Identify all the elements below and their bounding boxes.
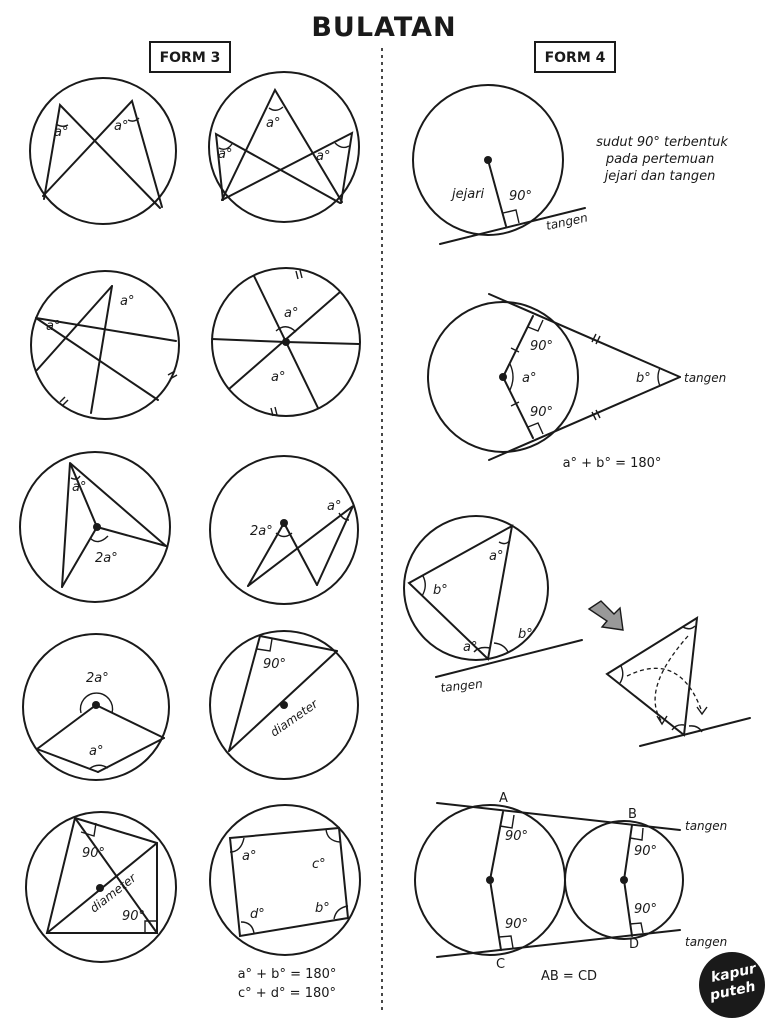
f3-d10-equation-2: c° + d° = 180° [238, 986, 336, 1001]
f4-d3-tangen-label: tangen [440, 677, 484, 695]
kapur-puteh-logo: kapur puteh [699, 952, 765, 1018]
form4-label: FORM 4 [545, 50, 606, 66]
f4-d4-angle-2: 90° [505, 917, 528, 932]
f4-d3-angle-a1: a° [489, 549, 503, 564]
f3-d10-equation-1: a° + b° = 180° [238, 967, 337, 982]
f3-d9-angle-2: 90° [122, 909, 145, 924]
f4-d4-point-d: D [629, 937, 639, 952]
f3-d10-angle-c: c° [312, 857, 326, 872]
f3-d5-angle-1: a° [72, 480, 86, 495]
f4-d3-angle-b2: b° [518, 627, 533, 642]
f3-d8-diameter-label: diameter [268, 696, 321, 739]
f4-d2-tangen-label: tangen [684, 371, 726, 385]
f3-d7-angle-1: 2a° [86, 671, 109, 686]
f4-d1-note-line-3: jejari dan tangen [603, 169, 716, 184]
f3-d8-angle: 90° [263, 657, 286, 672]
f4-d3-angle-a2: a° [463, 640, 477, 655]
f3-diagram-reflex-angle: 2a° a° [22, 633, 170, 781]
f4-d4-tangen-bottom: tangen [685, 935, 727, 949]
f4-d1-tangen-label: tangen [545, 210, 589, 232]
f3-d3-angle-1: a° [46, 319, 60, 334]
f4-d4-angle-4: 90° [634, 902, 657, 917]
f3-d7-angle-2: a° [89, 744, 103, 759]
f3-d6-angle-1: a° [327, 499, 341, 514]
f4-d4-tangen-top: tangen [685, 819, 727, 833]
f3-diagram-central-angles: a° a° [211, 267, 361, 417]
f4-d2-angle-2: 90° [530, 405, 553, 420]
f3-d10-angle-d: d° [250, 907, 265, 922]
f4-d1-note-line-1: sudut 90° terbentuk [596, 135, 728, 150]
f3-diagram-cyclic-quadrilateral: a° c° b° d° a° + b° = 180° c° + d° = 180… [209, 804, 361, 1001]
f3-diagram-centre-angle-kite: a° 2a° [19, 451, 171, 603]
f3-d10-angle-a: a° [242, 849, 256, 864]
pointer-arrow-icon [587, 600, 624, 631]
f3-diagram-same-segment: a° a° [29, 77, 177, 225]
f3-diagram-equal-chords: a° a° [30, 270, 180, 420]
form3-label: FORM 3 [160, 50, 221, 66]
f4-d2-angle-1: 90° [530, 339, 553, 354]
f3-d2-angle-1: a° [218, 147, 232, 162]
f3-d10-angle-b: b° [315, 901, 330, 916]
f4-diagram-alternate-segment: b° a° a° b° tangen [403, 515, 751, 747]
f3-d9-angle-1: 90° [82, 846, 105, 861]
f3-diagram-semicircle: 90° diameter [209, 630, 359, 780]
f4-diagram-radius-tangent: jejari 90° tangen sudut 90° terbentuk pa… [412, 84, 728, 245]
f3-d4-angle-1: a° [284, 306, 298, 321]
f3-d5-angle-2: 2a° [95, 551, 118, 566]
f4-d3-angle-b1: b° [433, 583, 448, 598]
page-title: BULATAN [311, 12, 456, 43]
f3-d1-angle-2: a° [114, 119, 128, 134]
form3-heading: FORM 3 [149, 41, 231, 73]
f4-d2-angle-a: a° [522, 371, 536, 386]
f4-d4-point-a: A [499, 791, 508, 806]
f3-d6-angle-2: 2a° [250, 524, 273, 539]
f3-d4-angle-2: a° [271, 370, 285, 385]
f3-d1-angle-1: a° [54, 125, 68, 140]
f3-diagram-centre-angle-arrow: a° 2a° [209, 455, 359, 605]
f4-diagram-common-tangents: A B C D 90° 90° 90° 90° tangen tangen AB… [414, 791, 727, 984]
f4-d2-angle-b: b° [636, 371, 651, 386]
f4-d1-angle: 90° [509, 189, 532, 204]
f4-d2-equation: a° + b° = 180° [563, 456, 662, 471]
f4-d4-angle-1: 90° [505, 829, 528, 844]
f4-d1-note-line-2: pada pertemuan [605, 152, 714, 167]
f4-d4-equation: AB = CD [541, 969, 597, 984]
f3-d3-angle-2: a° [120, 294, 134, 309]
f4-d1-jejari-label: jejari [450, 187, 485, 202]
f3-d2-angle-3: a° [316, 149, 330, 164]
f4-d4-angle-3: 90° [634, 844, 657, 859]
f4-d4-point-c: C [496, 957, 505, 972]
f4-diagram-two-tangents: 90° 90° a° b° tangen a° + b° = 180° [427, 293, 726, 471]
f3-diagram-two-semicircles: 90° 90° diameter [25, 811, 177, 963]
f3-d2-angle-2: a° [266, 116, 280, 131]
f4-d4-point-b: B [628, 807, 637, 822]
f3-diagram-three-angles: a° a° a° [208, 71, 360, 223]
form4-heading: FORM 4 [534, 41, 616, 73]
